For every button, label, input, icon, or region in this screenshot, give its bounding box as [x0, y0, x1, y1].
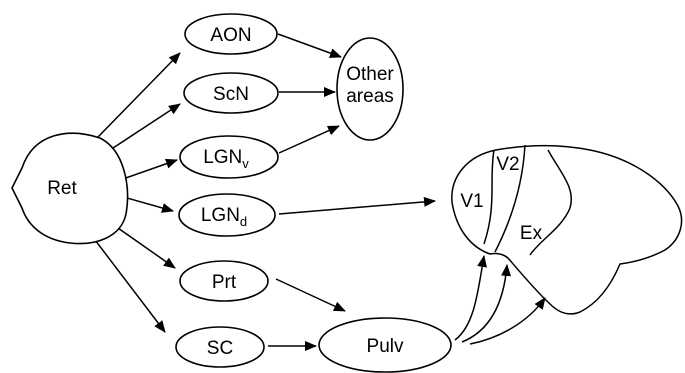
edge-ret-scn	[109, 103, 181, 151]
node-lgn-v-subscript: v	[242, 156, 249, 171]
node-lgn-d: LGNd	[178, 193, 276, 237]
edge-ret-aon	[97, 52, 181, 138]
edge-lgnd-brain	[278, 196, 436, 215]
brain-label-v1: V1	[460, 191, 483, 212]
node-lgn-v-label: LGN	[203, 147, 242, 168]
node-lgn-d-subscript: d	[240, 214, 247, 229]
brain-label-v2: V2	[496, 154, 519, 175]
node-aon: AON	[184, 13, 278, 55]
edge-ret-lgnd	[119, 195, 174, 213]
node-pulv: Pulv	[318, 317, 452, 373]
brain-cortex-drawing: V1 V2 Ex	[451, 144, 683, 315]
edge-aon-other	[277, 33, 342, 58]
node-other-areas: Other areas	[336, 37, 404, 141]
svg-text:LGNv: LGNv	[203, 147, 249, 171]
brain-sulcus	[529, 149, 572, 256]
edge-pulv-brain-1	[454, 255, 488, 341]
brain-outline	[451, 144, 683, 315]
node-ret-label: Ret	[47, 178, 77, 199]
edge-pulv-brain-3	[469, 297, 546, 345]
node-scn: ScN	[183, 72, 279, 114]
node-lgn-d-label: LGN	[201, 205, 240, 226]
edge-ret-sc	[91, 235, 166, 333]
edge-prt-pulv	[275, 278, 346, 312]
brain-v2-ex-boundary	[494, 144, 526, 253]
node-aon-label: AON	[210, 25, 251, 46]
brain-label-ex: Ex	[520, 223, 543, 244]
node-sc: SC	[175, 326, 265, 368]
node-prt-label: Prt	[212, 272, 237, 293]
edges	[91, 33, 546, 351]
edge-lgnv-other	[278, 125, 340, 154]
node-ret: Ret	[11, 132, 129, 245]
node-other-areas-line1: Other	[346, 64, 394, 85]
node-other-areas-line2: areas	[346, 86, 394, 107]
node-pulv-label: Pulv	[367, 336, 404, 357]
node-scn-label: ScN	[213, 84, 249, 105]
brain-v1-v2-boundary	[483, 149, 495, 245]
node-lgn-v: LGNv	[179, 135, 279, 179]
svg-text:LGNd: LGNd	[201, 205, 247, 229]
edge-pulv-brain-2	[461, 264, 512, 343]
node-prt: Prt	[179, 260, 269, 302]
edge-ret-lgnv	[119, 158, 178, 181]
node-sc-label: SC	[207, 338, 233, 359]
